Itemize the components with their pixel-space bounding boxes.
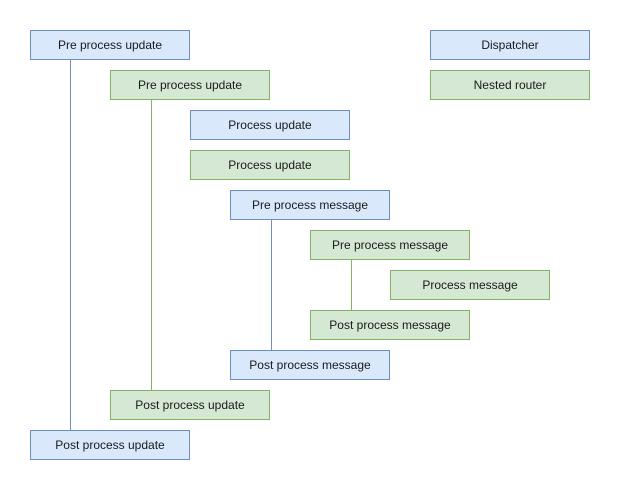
process-node-label: Pre process message: [331, 237, 449, 252]
process-node[interactable]: Pre process message: [310, 230, 470, 260]
process-node[interactable]: Pre process message: [230, 190, 390, 220]
legend-item-label: Nested router: [473, 77, 547, 92]
process-node-label: Post process update: [55, 437, 165, 452]
legend-item-dispatcher[interactable]: Dispatcher: [430, 30, 590, 60]
process-node-label: Post process message: [249, 357, 371, 372]
process-node[interactable]: Post process update: [110, 390, 270, 420]
process-node-label: Process message: [422, 277, 518, 292]
process-node-label: Process update: [228, 117, 312, 132]
process-node-label: Pre process update: [137, 77, 243, 92]
process-node[interactable]: Post process message: [230, 350, 390, 380]
process-node[interactable]: Process message: [390, 270, 550, 300]
process-node-label: Post process message: [329, 317, 451, 332]
connector-n1-to-n9: [151, 100, 152, 390]
legend-item-router[interactable]: Nested router: [430, 70, 590, 100]
process-node[interactable]: Post process update: [30, 430, 190, 460]
process-node[interactable]: Process update: [190, 150, 350, 180]
process-node[interactable]: Post process message: [310, 310, 470, 340]
process-node-label: Pre process message: [251, 197, 369, 212]
process-node-label: Post process update: [135, 397, 245, 412]
connector-n4-to-n8: [271, 220, 272, 350]
legend-item-label: Dispatcher: [481, 37, 539, 52]
process-node[interactable]: Pre process update: [30, 30, 190, 60]
connector-n0-to-n10: [70, 60, 71, 430]
process-node-label: Pre process update: [57, 37, 163, 52]
process-node-label: Process update: [228, 157, 312, 172]
connector-n5-to-n7: [351, 260, 352, 310]
process-node[interactable]: Process update: [190, 110, 350, 140]
process-node[interactable]: Pre process update: [110, 70, 270, 100]
